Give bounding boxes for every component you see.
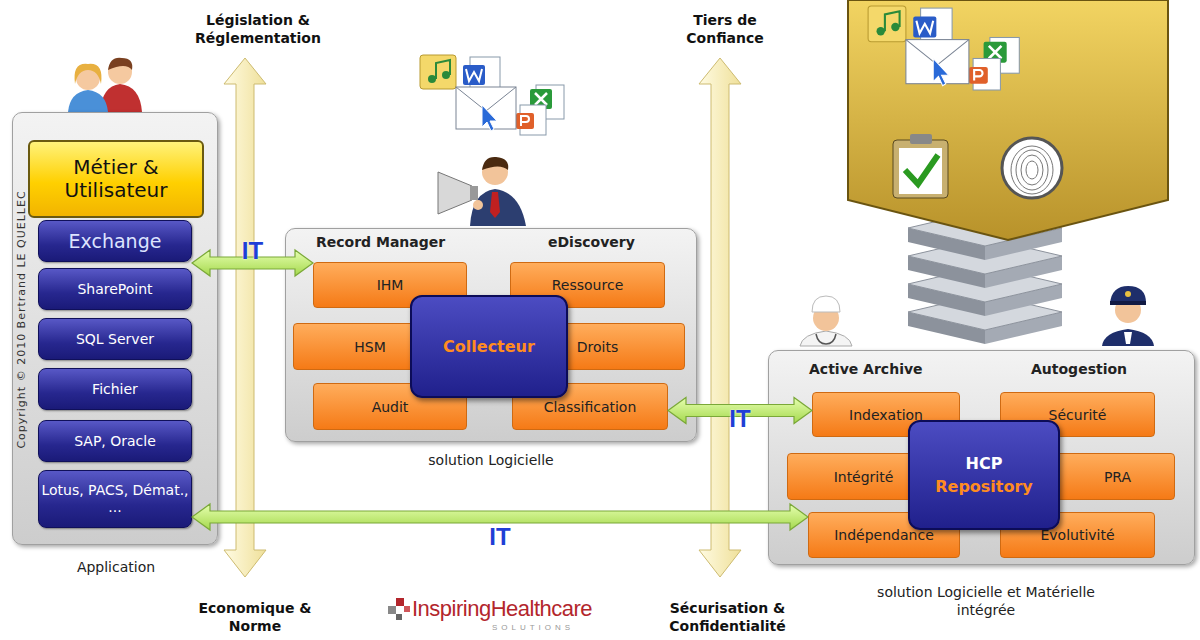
application-box: Lotus, PACS, Démat., ... [38,470,192,528]
box-label: Ressource [552,277,624,293]
logo-text: InspiringHealthcare [412,596,612,622]
box-label: HSM [354,339,386,355]
logo-mark [388,598,410,620]
speaker-icon [438,157,526,226]
box-label: Intégrité [834,469,894,485]
clipboard-icon [893,134,948,198]
axis-label: Tiers de Confiance [660,12,790,47]
box-label: Classification [544,399,637,415]
storage-panel: Active ArchiveAutogestionsolution Logici… [768,350,1195,565]
box-label: Droits [577,339,618,355]
application-box: Fichier [38,368,192,410]
software-panel: Record ManagereDiscoverysolution Logicie… [285,228,697,442]
box-label: Lotus, PACS, Démat., ... [39,482,191,516]
collector-box: Collecteur [410,295,568,398]
box-label: Métier & Utilisateur [30,156,202,202]
documents-icon [868,6,1019,90]
box-label: SAP, Oracle [74,433,156,450]
axis-arrow [699,58,741,577]
box-label: Repository [935,477,1033,496]
panel-heading: Record Manager [316,234,496,250]
documents-icon [420,55,564,135]
connector-label: IT [460,523,540,551]
box-label: SQL Server [76,331,154,348]
application-box: SQL Server [38,318,192,360]
box-label: Indexation [849,407,923,423]
box-label: Audit [372,399,409,415]
box-label: Fichier [92,381,138,398]
users-icon [68,58,142,112]
connector-label: IT [213,237,293,265]
box-label: PRA [1104,469,1131,485]
panel-heading: eDiscovery [548,234,688,250]
repository-box: HCP Repository [908,420,1060,530]
role-box: Métier & Utilisateur [28,140,204,218]
pilot-icon [1102,286,1154,346]
application-panel: ApplicationMétier & UtilisateurExchangeS… [12,112,218,545]
application-box: SAP, Oracle [38,420,192,462]
box-label: IHM [377,277,404,293]
box-label: HCP [966,454,1003,473]
box-label: Exchange [69,230,162,253]
box-label: Collecteur [443,337,535,356]
panel-heading: Active Archive [809,361,989,377]
box-label: Sécurité [1049,407,1107,423]
axis-arrow [224,58,266,577]
copyright-note: Copyright © 2010 Bertrand LE QUELLEC [15,153,28,487]
axis-label: Sécurisation & Confidentialité [650,600,805,635]
fingerprint-icon [1002,138,1062,198]
panel-caption: solution Logicielle [366,451,616,469]
axis-label: Législation & Réglementation [168,12,348,47]
axis-label: Economique & Norme [185,600,325,635]
application-box: Exchange [38,220,192,262]
panel-caption: Application [13,558,219,576]
doctor-icon [800,296,852,346]
connector-label: IT [700,405,780,433]
logo-subtitle: SOLUTIONS [468,623,598,632]
archive-badge [848,0,1168,240]
box-label: SharePoint [77,281,152,298]
panel-heading: Autogestion [1031,361,1181,377]
application-box: SharePoint [38,268,192,310]
panel-caption: solution Logicielle et Matérielle intégr… [861,583,1111,619]
